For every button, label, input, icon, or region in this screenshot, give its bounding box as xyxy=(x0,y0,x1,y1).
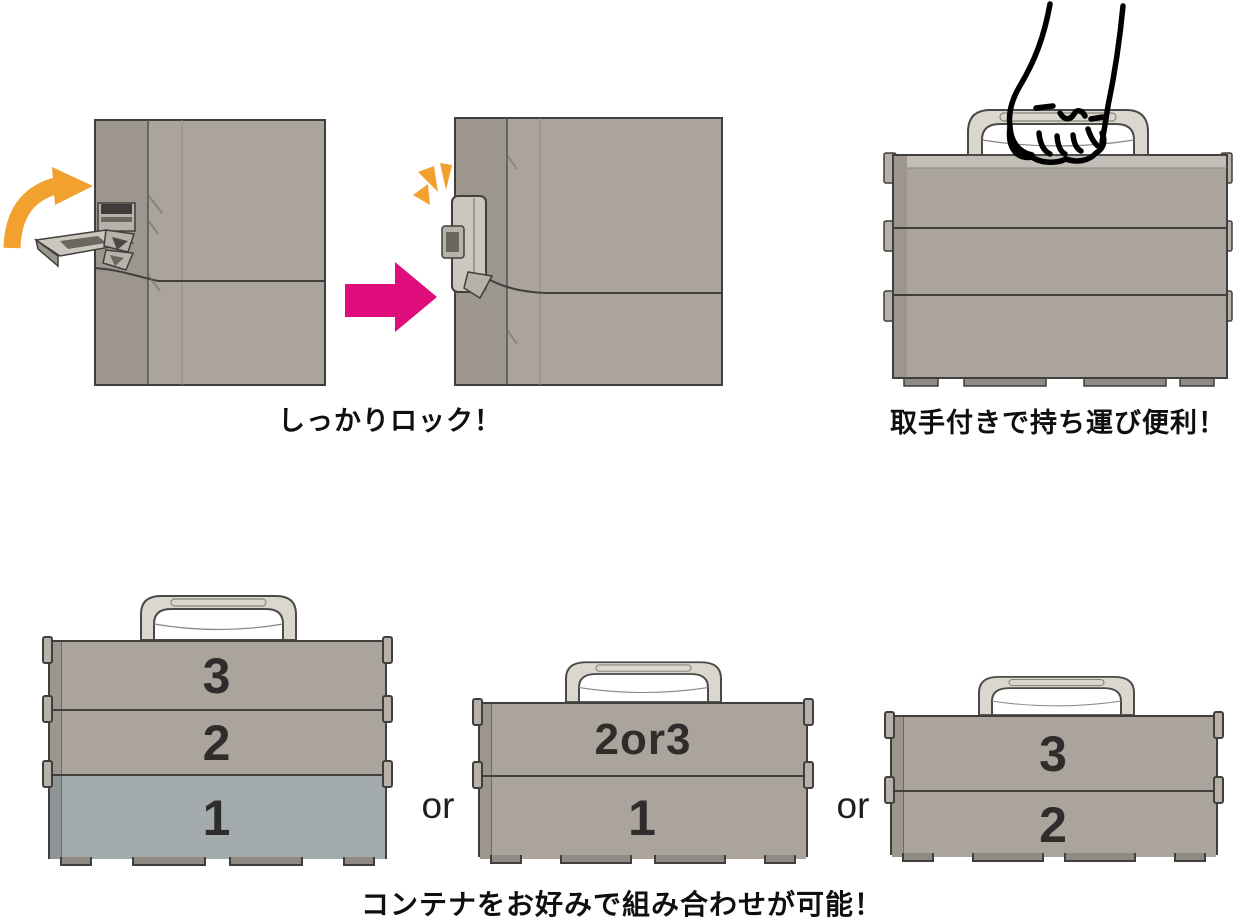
or-connector: or xyxy=(421,785,455,826)
side-latch-clip xyxy=(382,636,393,664)
side-latch-clip xyxy=(803,698,814,726)
latch-closed-figure xyxy=(345,117,723,386)
side-latch-clip xyxy=(472,761,483,789)
side-latch-clip xyxy=(1213,776,1224,804)
carry-figure xyxy=(883,1,1233,387)
container-foot xyxy=(764,855,796,864)
tier-2or3: 2or3 xyxy=(480,704,806,775)
stacked-container: 2or3 1 xyxy=(472,698,814,864)
container-foot xyxy=(1064,853,1136,862)
click-sparks-icon xyxy=(413,163,452,205)
container-foot xyxy=(60,857,92,866)
container-stack-2tier-b: 3 2 xyxy=(884,670,1224,866)
side-latch-clip xyxy=(803,761,814,789)
curved-arrow-icon xyxy=(3,167,93,249)
or-connector: or xyxy=(836,785,870,826)
side-latch-clip xyxy=(42,760,53,788)
container-foot xyxy=(343,857,375,866)
tier-1: 1 xyxy=(50,774,385,859)
carry-handle xyxy=(140,595,297,640)
side-latch-clip xyxy=(472,698,483,726)
container-foot xyxy=(654,855,726,864)
container-foot xyxy=(229,857,303,866)
side-latch-clip xyxy=(884,776,895,804)
right-arrow-icon xyxy=(345,262,437,332)
container-stack-2tier-a: 2or3 1 xyxy=(472,655,814,868)
side-latch-clip xyxy=(382,695,393,723)
carry-caption: 取手付きで持ち運び便利！ xyxy=(890,408,1226,438)
lock-caption: しっかりロック！ xyxy=(278,406,502,436)
stacked-container: 3 2 xyxy=(884,711,1224,862)
container-foot xyxy=(1174,853,1206,862)
container-foot xyxy=(972,853,1044,862)
tier-label: 2or3 xyxy=(594,714,692,764)
latch-closed-plate xyxy=(441,195,494,300)
container-corner xyxy=(454,117,723,386)
tier-label: 1 xyxy=(202,789,233,846)
container-foot xyxy=(490,855,522,864)
tier-label: 2 xyxy=(202,714,233,771)
latch-catch-block xyxy=(97,202,136,232)
tier-label: 3 xyxy=(202,647,233,704)
tier-label: 2 xyxy=(1039,796,1069,853)
tier-2: 2 xyxy=(892,790,1216,857)
container-stack-3tier: 3 2 1 xyxy=(42,588,393,868)
container-foot xyxy=(902,853,934,862)
stacked-container: 3 2 1 xyxy=(42,636,393,866)
carry-handle xyxy=(565,661,722,702)
stacked-container xyxy=(892,154,1228,379)
side-latch-clip xyxy=(42,636,53,664)
side-latch-clip xyxy=(884,711,895,739)
side-latch-clip xyxy=(42,695,53,723)
container-foot xyxy=(560,855,632,864)
latch-open-figure xyxy=(3,119,326,386)
side-latch-clip xyxy=(1213,711,1224,739)
tier-1: 1 xyxy=(480,775,806,859)
hand-icon xyxy=(1006,1,1126,165)
container-foot xyxy=(132,857,206,866)
tier-3: 3 xyxy=(892,717,1216,790)
carry-handle xyxy=(978,676,1135,715)
side-latch-clip xyxy=(382,760,393,788)
tier-label: 3 xyxy=(1039,725,1069,782)
tier-label: 1 xyxy=(628,790,658,846)
latch-open-plate xyxy=(33,229,135,271)
combine-caption: コンテナをお好みで組み合わせが可能！ xyxy=(360,889,883,920)
tier-2: 2 xyxy=(50,709,385,774)
tier-3: 3 xyxy=(50,642,385,709)
